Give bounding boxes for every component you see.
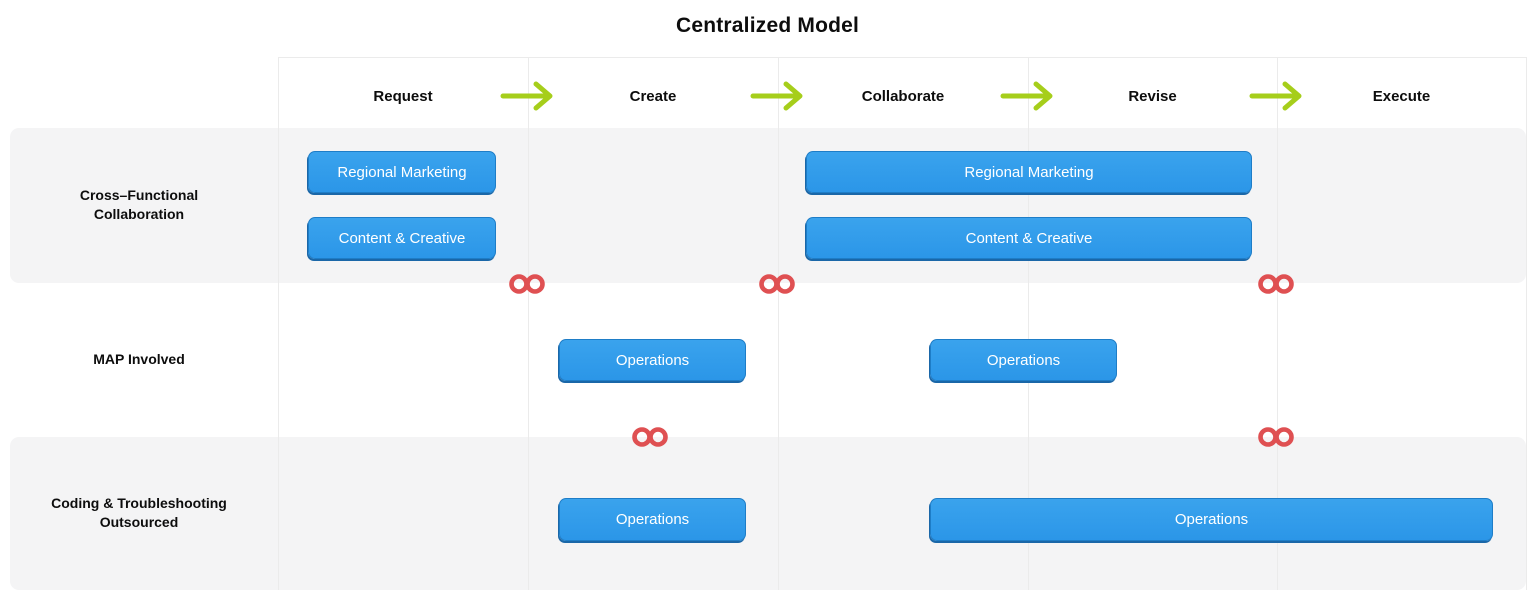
infinity-icon	[1258, 427, 1294, 447]
grid-top-line	[278, 57, 1527, 58]
task-bar-regional-marketing: Regional Marketing	[806, 151, 1252, 193]
task-bar-regional-marketing: Regional Marketing	[308, 151, 496, 193]
grid-vline	[278, 57, 279, 590]
row-band-cross-functional	[10, 128, 1526, 283]
row-label-line: Collaboration	[93, 206, 185, 222]
task-bar-content-creative: Content & Creative	[308, 217, 496, 259]
row-label-line: Outsourced	[99, 514, 179, 530]
grid-vline	[1277, 57, 1278, 590]
grid-vline	[1526, 57, 1527, 590]
flow-arrow-icon	[1249, 81, 1302, 111]
diagram-title: Centralized Model	[675, 14, 860, 37]
column-header-create: Create	[629, 88, 677, 105]
row-label-cross-functional: Cross–Functional Collaboration	[0, 186, 278, 224]
task-bar-content-creative: Content & Creative	[806, 217, 1252, 259]
column-header-collaborate: Collaborate	[861, 88, 945, 105]
grid-vline	[1028, 57, 1029, 590]
row-label-outsourced: Coding & Troubleshooting Outsourced	[0, 494, 278, 532]
infinity-icon	[759, 274, 795, 294]
flow-arrow-icon	[750, 81, 803, 111]
row-label-line: MAP Involved	[93, 351, 185, 367]
task-bar-operations: Operations	[559, 498, 746, 541]
row-label-line: Cross–Functional	[79, 187, 199, 203]
column-header-execute: Execute	[1372, 88, 1431, 105]
row-label-line: Coding & Troubleshooting	[51, 495, 227, 511]
grid-vline	[528, 57, 529, 590]
infinity-icon	[509, 274, 545, 294]
grid-vline	[778, 57, 779, 590]
task-bar-operations: Operations	[559, 339, 746, 381]
row-label-map-involved: MAP Involved	[0, 350, 278, 369]
task-bar-operations: Operations	[930, 498, 1493, 541]
column-header-request: Request	[373, 88, 433, 105]
flow-arrow-icon	[1000, 81, 1053, 111]
infinity-icon	[632, 427, 668, 447]
column-header-revise: Revise	[1128, 88, 1177, 105]
flow-arrow-icon	[500, 81, 553, 111]
task-bar-operations: Operations	[930, 339, 1117, 381]
infinity-icon	[1258, 274, 1294, 294]
